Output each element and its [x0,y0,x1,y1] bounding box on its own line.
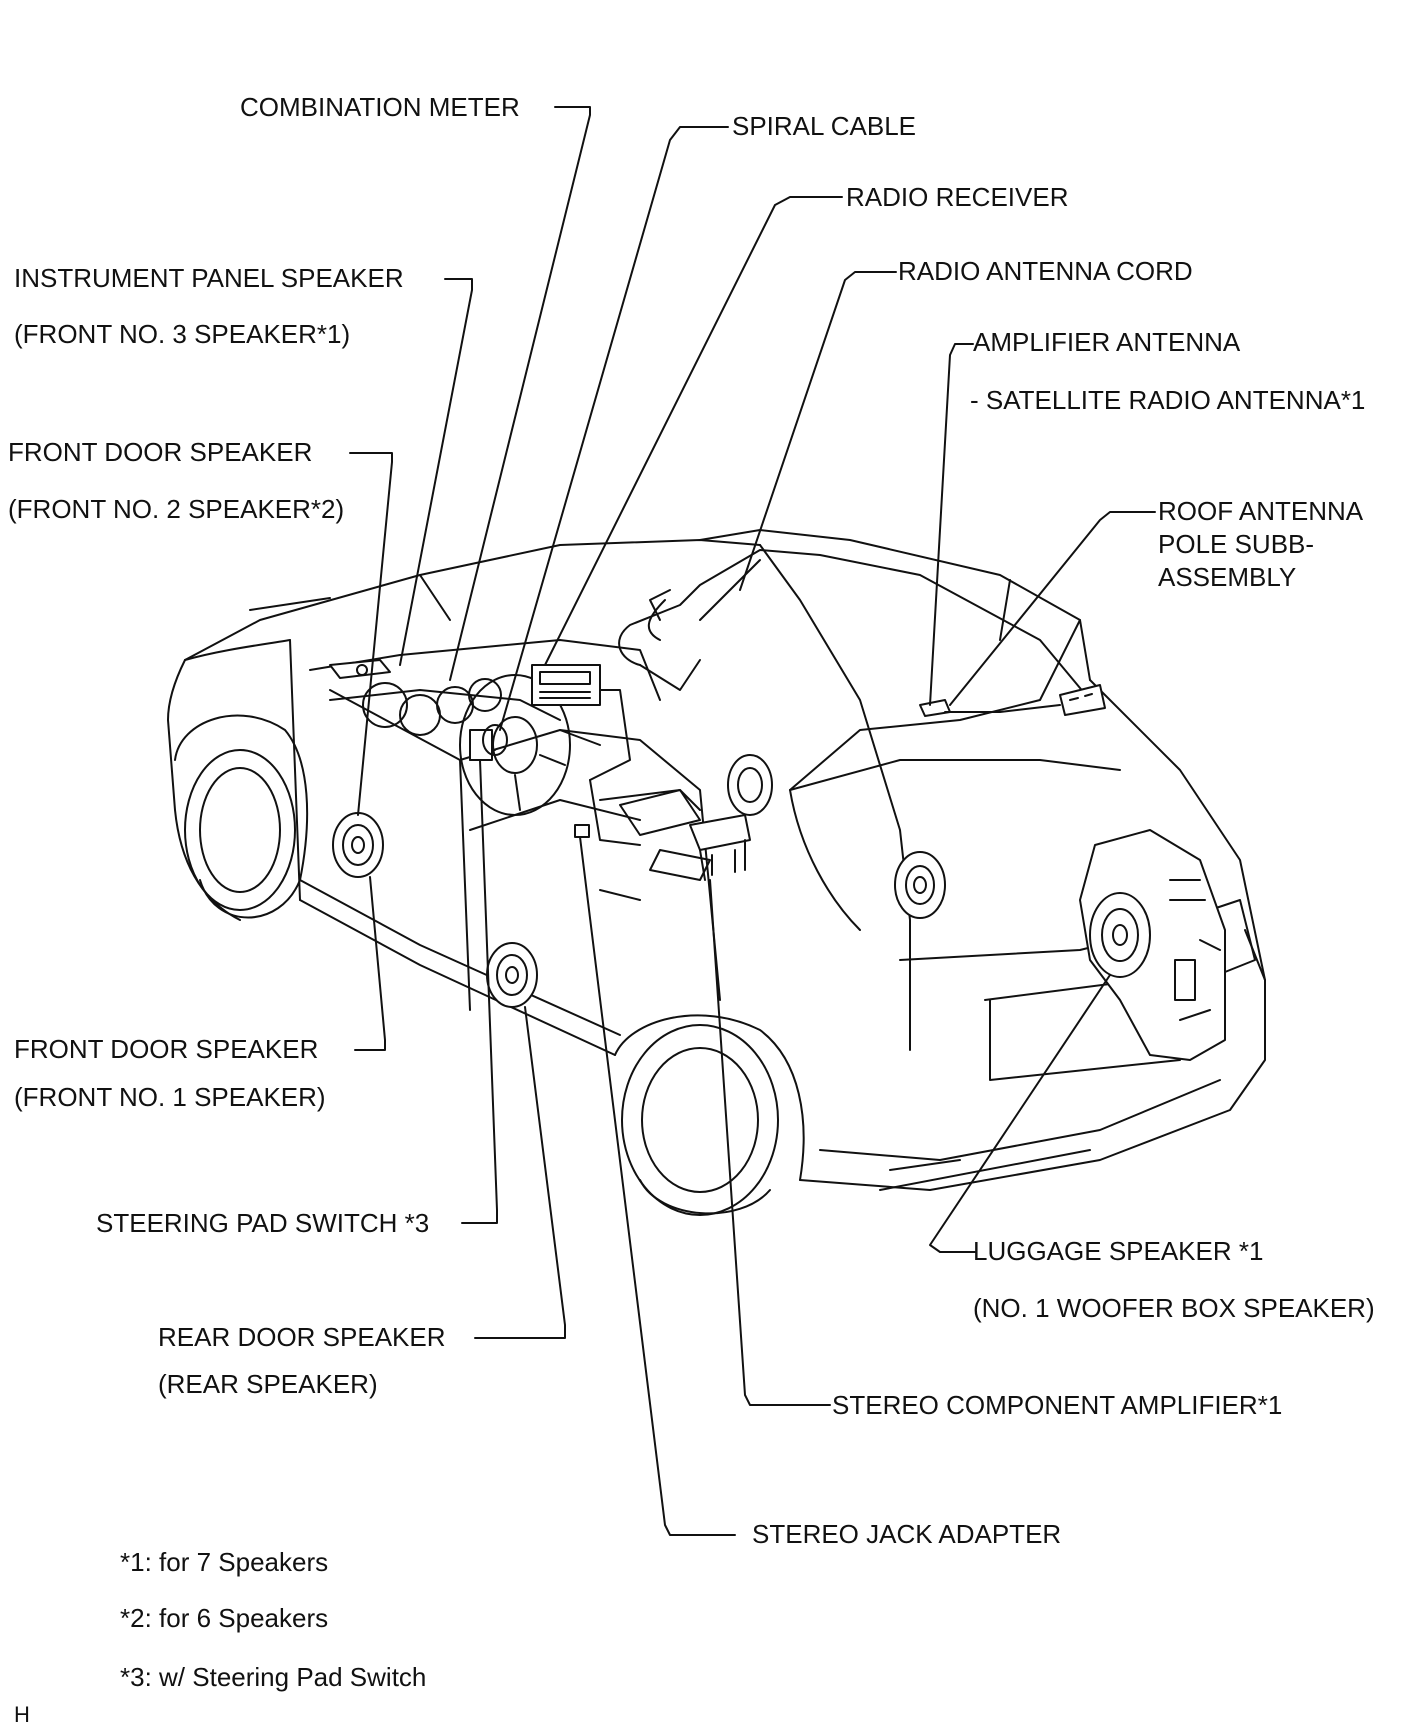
car-body [167,529,1266,1216]
combination-meter-label: COMBINATION METER [240,92,520,122]
rear-door-speaker-part [486,942,538,1008]
front-no1-speaker-label: (FRONT NO. 1 SPEAKER) [14,1082,326,1112]
luggage-speaker-part [1079,829,1226,1061]
rear-door-speaker-label: REAR DOOR SPEAKER [158,1322,446,1352]
spiral-cable-label: SPIRAL CABLE [732,111,917,141]
footnote-2: *2: for 6 Speakers [120,1603,329,1633]
instrument-panel-speaker-label: INSTRUMENT PANEL SPEAKER [14,263,404,293]
steering-pad-switch-label: STEERING PAD SWITCH *3 [96,1208,430,1238]
radio-receiver-label: RADIO RECEIVER [846,182,1069,212]
footnote-3: *3: w/ Steering Pad Switch [120,1662,427,1692]
radio-antenna-cord-label: RADIO ANTENNA CORD [898,256,1193,286]
leader-lines [349,106,1156,1536]
figure-code: H [14,1702,30,1727]
stereo-component-amplifier-part [689,814,751,881]
front-door-speaker-lower-label: FRONT DOOR SPEAKER [14,1034,319,1064]
front-door-speaker-upper-label: FRONT DOOR SPEAKER [8,437,313,467]
front-no2-speaker-label: (FRONT NO. 2 SPEAKER*2) [8,494,345,524]
roof-antenna-label-line1: ROOF ANTENNA [1158,496,1364,526]
radio-antenna-cord-part [618,549,1106,717]
front-door-speaker-part [332,812,384,878]
front-no3-speaker-label: (FRONT NO. 3 SPEAKER*1) [14,319,351,349]
satellite-radio-antenna-label: - SATELLITE RADIO ANTENNA*1 [970,385,1366,415]
luggage-speaker-label: LUGGAGE SPEAKER *1 [973,1236,1264,1266]
woofer-box-speaker-label: (NO. 1 WOOFER BOX SPEAKER) [973,1293,1375,1323]
footnote-1: *1: for 7 Speakers [120,1547,329,1577]
rear-shelf-speaker-part [727,754,946,919]
rear-speaker-label: (REAR SPEAKER) [158,1369,378,1399]
roof-antenna-label-line2: POLE SUBB- [1158,529,1315,559]
spiral-cable-part [482,724,508,756]
stereo-component-amplifier-label: STEREO COMPONENT AMPLIFIER*1 [832,1390,1283,1420]
stereo-jack-adapter-part [574,824,590,838]
radio-receiver-part [531,664,601,706]
stereo-jack-adapter-label: STEREO JACK ADAPTER [752,1519,1062,1549]
roof-antenna-label-line3: ASSEMBLY [1158,562,1297,592]
instrument-panel-speaker-part [329,659,391,679]
amplifier-antenna-label: AMPLIFIER ANTENNA [973,327,1241,357]
